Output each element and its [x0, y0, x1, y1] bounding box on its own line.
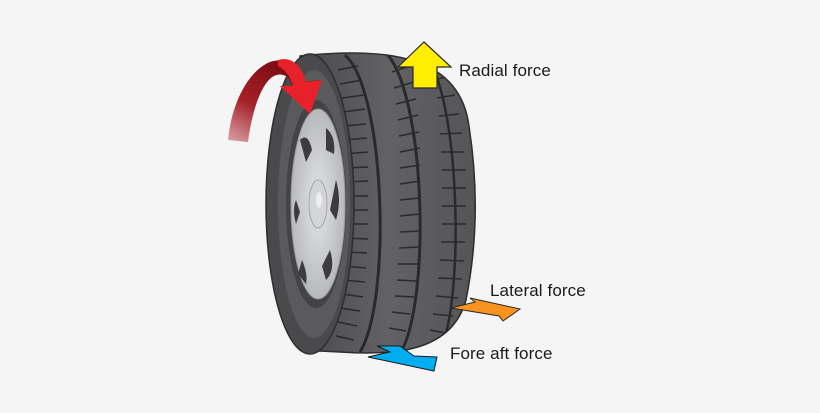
fore-aft-force-label: Fore aft force	[450, 344, 553, 363]
radial-force-label: Radial force	[459, 61, 551, 80]
rotation-arrow	[228, 59, 322, 142]
radial-force-arrow	[396, 41, 453, 89]
lateral-force-arrow	[450, 297, 522, 322]
fore-aft-force-arrow	[367, 345, 438, 372]
lateral-force-label: Lateral force	[490, 281, 586, 300]
wheel-rim	[290, 108, 346, 300]
